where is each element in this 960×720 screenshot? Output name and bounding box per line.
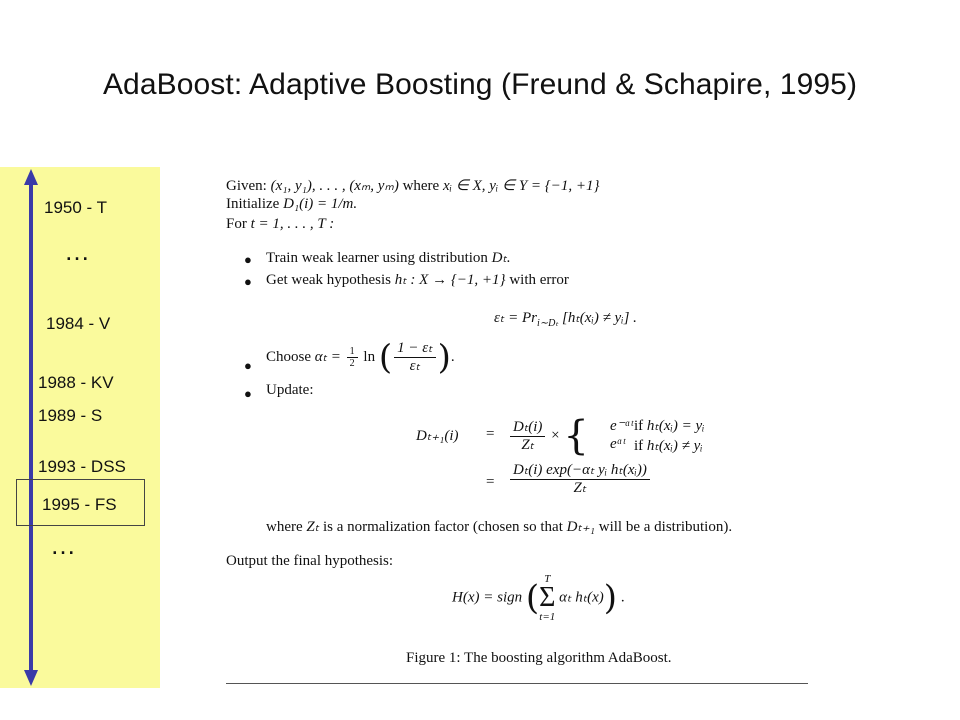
figure-caption: Figure 1: The boosting algorithm AdaBoos… xyxy=(406,650,672,666)
case-1-condition: if hₜ(xᵢ) = yᵢ xyxy=(634,418,705,434)
bullet-icon: ● xyxy=(244,274,252,289)
bullet-icon: ● xyxy=(244,386,252,401)
bullet-icon: ● xyxy=(244,358,252,373)
timeline-panel: 1950 - T … 1984 - V 1988 - KV 1989 - S 1… xyxy=(0,167,160,688)
output-label: Output the final hypothesis: xyxy=(226,553,394,569)
given-line: Given: (x₁, y₁), . . . , (xₘ, yₘ) where … xyxy=(226,178,600,194)
equals-sign-1: = xyxy=(486,426,495,442)
timeline-highlight-box xyxy=(16,479,145,526)
for-line: For t = 1, . . . , T : xyxy=(226,216,335,232)
normalization-note: where Zₜ is a normalization factor (chos… xyxy=(266,519,733,535)
equals-sign-2: = xyxy=(486,474,495,490)
bullet-icon: ● xyxy=(244,252,252,267)
algorithm-figure: Given: (x₁, y₁), . . . , (xₘ, yₘ) where … xyxy=(226,168,826,688)
timeline-entry-1988: 1988 - KV xyxy=(38,373,114,392)
initialize-line: Initialize D₁(i) = 1/m. xyxy=(226,196,358,212)
case-2-condition: if hₜ(xᵢ) ≠ yᵢ xyxy=(634,438,703,454)
bullet-weak-hypothesis: Get weak hypothesis hₜ : X → {−1, +1} wi… xyxy=(266,272,569,288)
timeline-entry-1950: 1950 - T xyxy=(44,198,108,217)
timeline-entry-1989: 1989 - S xyxy=(38,406,103,425)
bullet-train: Train weak learner using distribution Dₜ… xyxy=(266,250,511,266)
timeline-entry-1995: 1995 - FS xyxy=(42,495,117,514)
update-lhs: Dₜ₊₁(i) xyxy=(416,428,459,444)
error-formula: εₜ = Pri∼Dₜ [hₜ(xᵢ) ≠ yᵢ] . xyxy=(494,310,637,329)
timeline-arrow-icon xyxy=(24,169,38,686)
slide-title: AdaBoost: Adaptive Boosting (Freund & Sc… xyxy=(102,68,858,101)
update-formula-2: Dₜ(i) exp(−αₜ yᵢ hₜ(xᵢ))Zₜ xyxy=(508,462,652,497)
timeline-entry-1984: 1984 - V xyxy=(46,314,111,333)
update-formula-1: Dₜ(i)Zₜ × { xyxy=(508,416,589,456)
timeline-ellipsis-top: … xyxy=(64,236,93,266)
timeline-ellipsis-bottom: … xyxy=(50,530,79,560)
timeline-entry-1993: 1993 - DSS xyxy=(38,457,126,476)
bullet-update: Update: xyxy=(266,382,314,398)
case-2: eᵅᵗ xyxy=(610,436,626,452)
case-1: e⁻ᵅᵗ xyxy=(610,418,634,434)
bottom-divider xyxy=(226,683,808,684)
